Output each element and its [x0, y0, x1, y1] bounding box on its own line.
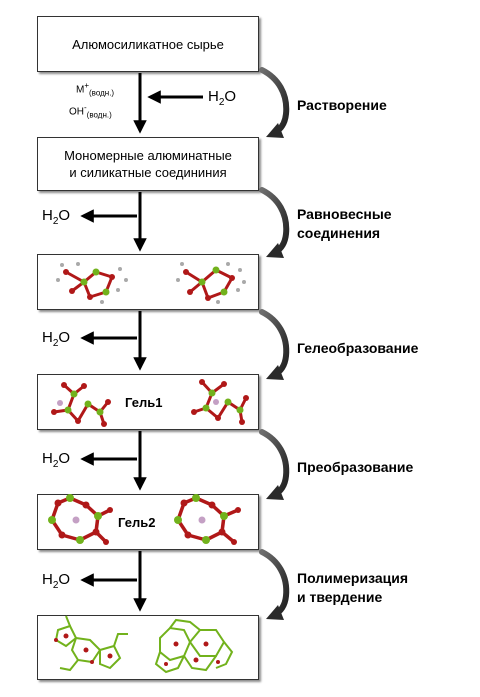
molecule-cluster-icon	[48, 494, 113, 545]
molecule-cluster-icon	[174, 494, 241, 545]
stage-transformation-label: Преобразование	[297, 459, 414, 475]
m-ion-label: M+(водн.)	[76, 81, 115, 98]
oh-ion-label: OH-(водн.)	[69, 103, 112, 120]
monomer-label-line1: Мономерные алюминатные	[64, 148, 232, 163]
water-out-label: H2O	[42, 329, 71, 349]
water-out-label: H2O	[42, 450, 71, 470]
molecule-cluster-icon	[154, 618, 234, 674]
stage-equilibrium-label-line1: Равновесные	[297, 206, 392, 222]
molecule-cluster-icon	[191, 379, 249, 425]
stage-polymerization-label-line1: Полимеризация	[297, 570, 409, 586]
curved-arrow-icon	[262, 70, 286, 138]
stage-equilibrium-label-line2: соединения	[297, 225, 381, 241]
gel2-label: Гель2	[118, 515, 156, 530]
stage-gelation-label: Гелеобразование	[297, 340, 419, 356]
curved-arrow-icon	[262, 190, 286, 258]
molecule-cluster-icon	[176, 262, 246, 304]
monomer-label-line2: и силикатные соедининия	[69, 165, 227, 180]
water-out-label: H2O	[42, 207, 71, 227]
monomer-box: Мономерные алюминатные и силикатные соед…	[37, 137, 259, 191]
molecule-cluster-icon	[51, 382, 111, 427]
water-in-label: H2O	[208, 88, 237, 108]
raw-material-label: Алюмосиликатное сырье	[72, 37, 224, 52]
raw-material-box: Алюмосиликатное сырье	[37, 16, 259, 72]
curved-arrow-icon	[262, 552, 286, 620]
curved-arrow-icon	[262, 312, 286, 380]
molecule-cluster-icon	[54, 615, 128, 672]
water-out-label: H2O	[42, 571, 71, 591]
curved-arrow-icon	[262, 432, 286, 500]
stage-dissolution-label: Растворение	[297, 97, 387, 113]
stage-polymerization-label-line2: и твердение	[297, 589, 383, 605]
gel1-label: Гель1	[125, 395, 163, 410]
equilibrium-box	[37, 254, 259, 310]
molecule-cluster-icon	[56, 262, 128, 304]
